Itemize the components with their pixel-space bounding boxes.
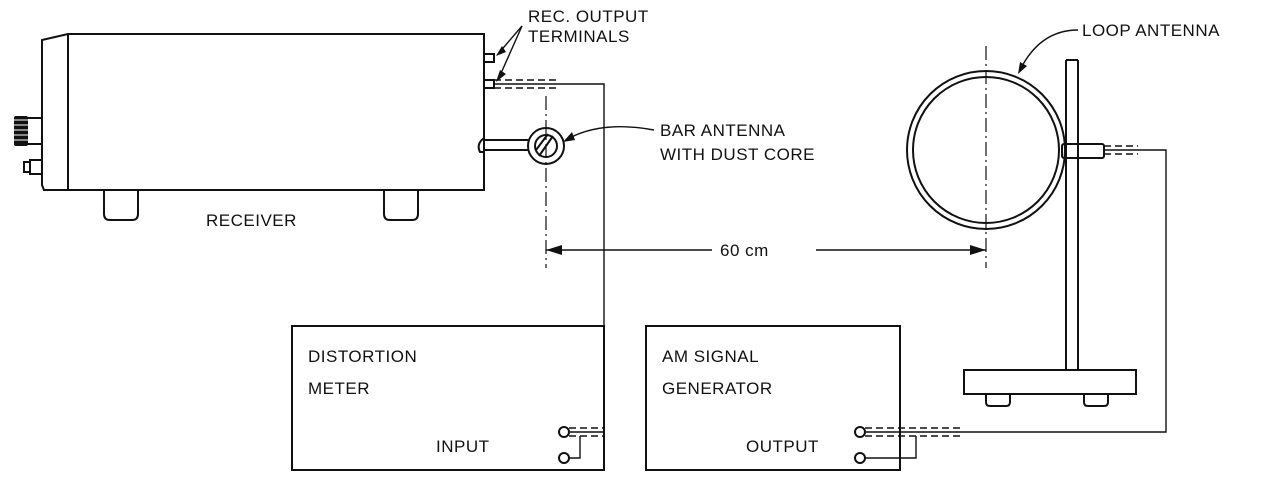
cable-generator-to-loop bbox=[865, 145, 1167, 459]
input-terminal-bottom bbox=[558, 452, 570, 464]
input-label: INPUT bbox=[436, 437, 490, 456]
rec-output-label-line2: TERMINALS bbox=[528, 27, 630, 46]
output-terminal-bottom bbox=[854, 452, 866, 464]
bar-antenna-label-line2: WITH DUST CORE bbox=[660, 145, 815, 164]
leader-rec-output bbox=[496, 25, 523, 82]
rec-output-terminal-top bbox=[483, 53, 495, 63]
am-generator-label-line2: GENERATOR bbox=[662, 379, 773, 398]
rec-output-terminal-bottom bbox=[483, 79, 495, 89]
bar-antenna-label-line1: BAR ANTENNA bbox=[660, 121, 786, 140]
am-generator-label-line1: AM SIGNAL bbox=[662, 347, 759, 366]
receiver bbox=[14, 33, 528, 221]
receiver-foot-right bbox=[383, 190, 419, 221]
antenna-stand bbox=[963, 59, 1137, 407]
tuning-knob-icon bbox=[14, 116, 43, 146]
receiver-foot-left bbox=[103, 190, 139, 221]
bar-antenna bbox=[527, 96, 565, 268]
rec-output-label-line1: REC. OUTPUT bbox=[528, 7, 649, 26]
distance-label: 60 cm bbox=[720, 241, 769, 260]
distance-dimension bbox=[546, 245, 986, 255]
loop-antenna-label: LOOP ANTENNA bbox=[1082, 21, 1220, 40]
distortion-meter-label-line2: METER bbox=[308, 379, 370, 398]
receiver-label: RECEIVER bbox=[206, 211, 297, 230]
loop-antenna bbox=[906, 46, 1066, 268]
front-switch-icon bbox=[23, 159, 43, 175]
leader-bar-antenna bbox=[563, 126, 655, 142]
leader-loop-antenna bbox=[1018, 29, 1079, 74]
input-terminal-top bbox=[558, 426, 570, 438]
cable-receiver-to-meter bbox=[494, 79, 605, 459]
output-terminal-top bbox=[854, 426, 866, 438]
distortion-meter-label-line1: DISTORTION bbox=[308, 347, 417, 366]
output-label: OUTPUT bbox=[746, 437, 819, 456]
